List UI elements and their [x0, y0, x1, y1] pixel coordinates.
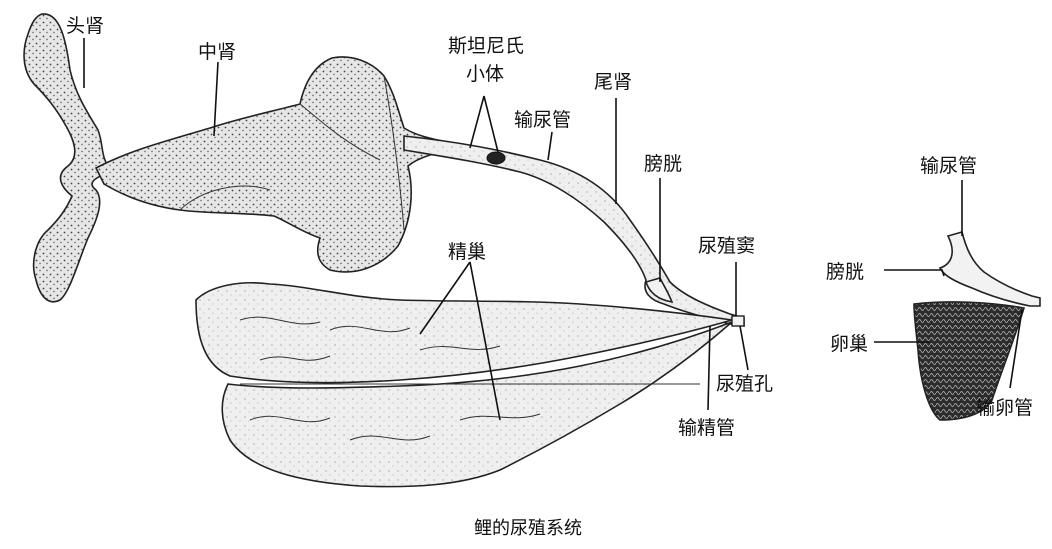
kidney-group [24, 14, 466, 302]
male-duct-group [404, 136, 744, 326]
label-vas-deferens: 输精管 [678, 417, 735, 439]
label-urogenital-sinus: 尿殖窦 [698, 235, 755, 257]
label-head-kidney: 头肾 [66, 15, 104, 37]
labels: 头肾 中肾 斯坦尼氏 小体 尾肾 输尿管 膀胱 尿殖窦 精巢 尿殖孔 输精管 输… [66, 15, 1033, 539]
label-ureter-female: 输尿管 [920, 155, 977, 177]
label-ureter-male: 输尿管 [514, 109, 571, 131]
stannius-corpuscle-shape [487, 152, 505, 164]
female-insert-group [914, 232, 1040, 420]
testis-group [196, 283, 732, 487]
urogenital-sinus-shape [732, 316, 744, 326]
middle-kidney-shape [96, 57, 466, 272]
label-bladder-male: 膀胱 [644, 153, 682, 175]
female-ureter-bladder-shape [940, 232, 1040, 306]
ureter-duct-shape [404, 136, 744, 326]
label-bladder-female: 膀胱 [826, 261, 864, 283]
label-ovary: 卵巢 [830, 333, 868, 355]
diagram-caption: 鲤的尿殖系统 [474, 517, 582, 539]
label-urogenital-pore: 尿殖孔 [716, 373, 773, 395]
label-oviduct: 输卵管 [976, 397, 1033, 419]
label-middle-kidney: 中肾 [198, 41, 236, 63]
label-stannius-line1: 斯坦尼氏 [448, 35, 524, 57]
label-tail-kidney: 尾肾 [594, 71, 632, 93]
label-stannius-line2: 小体 [466, 63, 504, 85]
label-testis: 精巢 [448, 241, 486, 263]
head-kidney-shape [24, 14, 112, 302]
